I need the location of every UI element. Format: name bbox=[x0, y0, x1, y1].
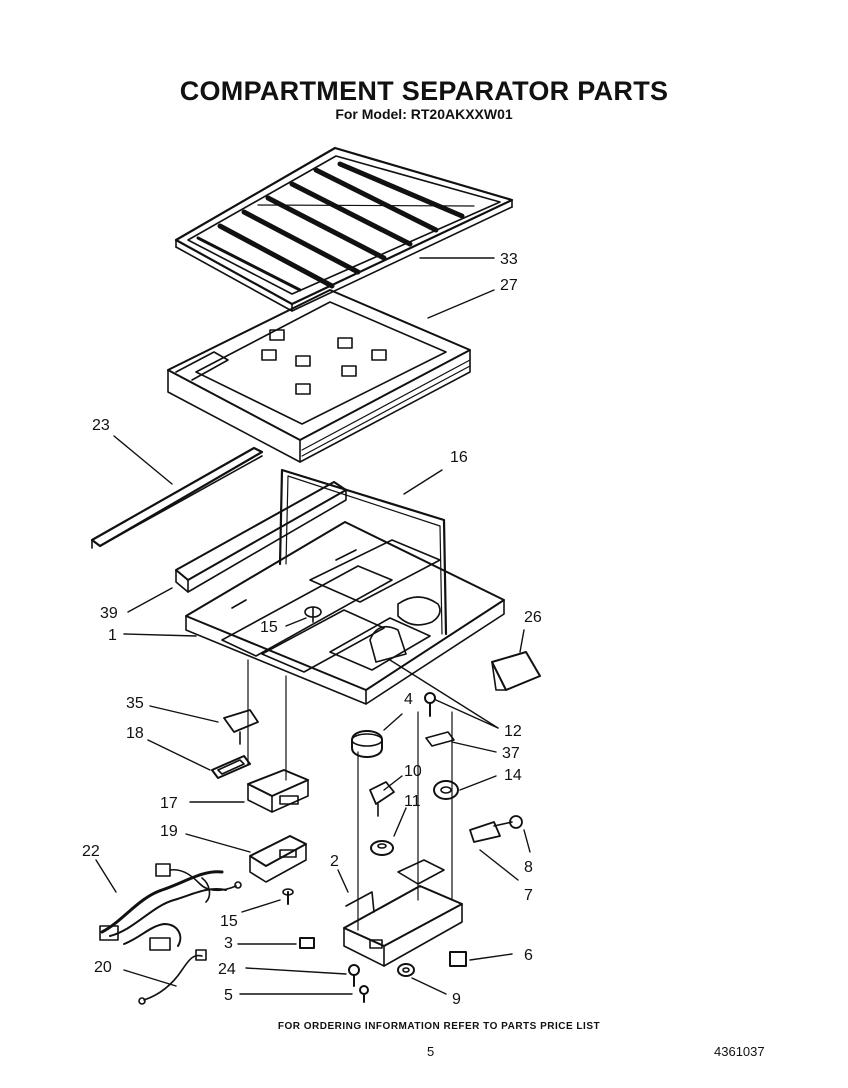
callout-5: 5 bbox=[224, 987, 233, 1004]
part-37-bracket bbox=[425, 731, 455, 747]
part-23-seal-strip bbox=[90, 446, 264, 549]
model-subtitle: For Model: RT20AKXXW01 bbox=[335, 106, 513, 122]
callout-12: 12 bbox=[504, 723, 522, 740]
part-11-knob-base bbox=[370, 840, 394, 856]
callout-35: 35 bbox=[126, 695, 144, 712]
part-2-control-housing bbox=[343, 859, 463, 967]
part-7-capillary-mount bbox=[469, 821, 501, 843]
part-39-retainer bbox=[175, 481, 347, 593]
callout-11: 11 bbox=[404, 793, 421, 810]
part-15-screw-lower bbox=[282, 888, 294, 905]
part-10-thermostat bbox=[369, 781, 395, 817]
callout-26: 26 bbox=[524, 609, 542, 626]
callout-4: 4 bbox=[404, 691, 413, 708]
callout-20: 20 bbox=[94, 959, 112, 976]
part-15-screw-upper bbox=[304, 606, 322, 623]
callout-14: 14 bbox=[504, 767, 522, 784]
page-number: 5 bbox=[427, 1044, 435, 1059]
callout-10: 10 bbox=[404, 763, 422, 780]
callout-19: 19 bbox=[160, 823, 178, 840]
part-27-separator-frame bbox=[167, 289, 471, 463]
callout-27: 27 bbox=[500, 277, 518, 294]
part-20-lead-wire bbox=[138, 949, 207, 1005]
callout-2: 2 bbox=[330, 853, 339, 870]
part-9-nut bbox=[397, 963, 415, 977]
part-22-wire-harness bbox=[99, 863, 242, 951]
leader-lines bbox=[95, 257, 531, 995]
part-4-knob bbox=[351, 730, 383, 758]
callout-39: 39 bbox=[100, 605, 118, 622]
part-19-damper-cover bbox=[249, 835, 307, 883]
callout-6: 6 bbox=[524, 947, 533, 964]
part-33-shelf-grille bbox=[174, 146, 514, 312]
part-6-plug bbox=[449, 951, 467, 967]
ordering-note: FOR ORDERING INFORMATION REFER TO PARTS … bbox=[277, 1021, 601, 1032]
callout-23: 23 bbox=[92, 417, 110, 434]
callout-3: 3 bbox=[224, 935, 233, 952]
callout-17: 17 bbox=[160, 795, 178, 812]
callout-1: 1 bbox=[108, 627, 117, 644]
part-14-gasket bbox=[433, 780, 459, 800]
part-26-foam-block bbox=[491, 651, 541, 691]
callout-33: 33 bbox=[500, 251, 518, 268]
callout-18: 18 bbox=[126, 725, 144, 742]
part-35-clip bbox=[223, 709, 259, 745]
part-17-damper-housing bbox=[247, 769, 309, 813]
callout-15b: 15 bbox=[220, 913, 238, 930]
callout-8: 8 bbox=[524, 859, 533, 876]
part-5-screw bbox=[359, 985, 369, 1003]
callout-15a: 15 bbox=[260, 619, 278, 636]
page-title: COMPARTMENT SEPARATOR PARTS bbox=[179, 76, 669, 106]
callout-22: 22 bbox=[82, 843, 100, 860]
document-number: 4361037 bbox=[714, 1044, 765, 1059]
callout-labels: 33 27 23 16 39 1 15 26 4 12 35 37 18 14 … bbox=[82, 251, 542, 1008]
part-18-grille bbox=[211, 755, 251, 779]
part-16-heater-wire bbox=[278, 468, 448, 636]
part-1-separator-pan bbox=[185, 521, 505, 705]
part-3-plug bbox=[299, 937, 315, 949]
callout-7: 7 bbox=[524, 887, 533, 904]
callout-16: 16 bbox=[450, 449, 468, 466]
callout-9: 9 bbox=[452, 991, 461, 1008]
part-12-screw bbox=[424, 692, 436, 717]
part-8-sensor-bulb bbox=[493, 815, 523, 829]
callout-37: 37 bbox=[502, 745, 520, 762]
callout-24: 24 bbox=[218, 961, 236, 978]
part-24-screw bbox=[348, 964, 360, 987]
